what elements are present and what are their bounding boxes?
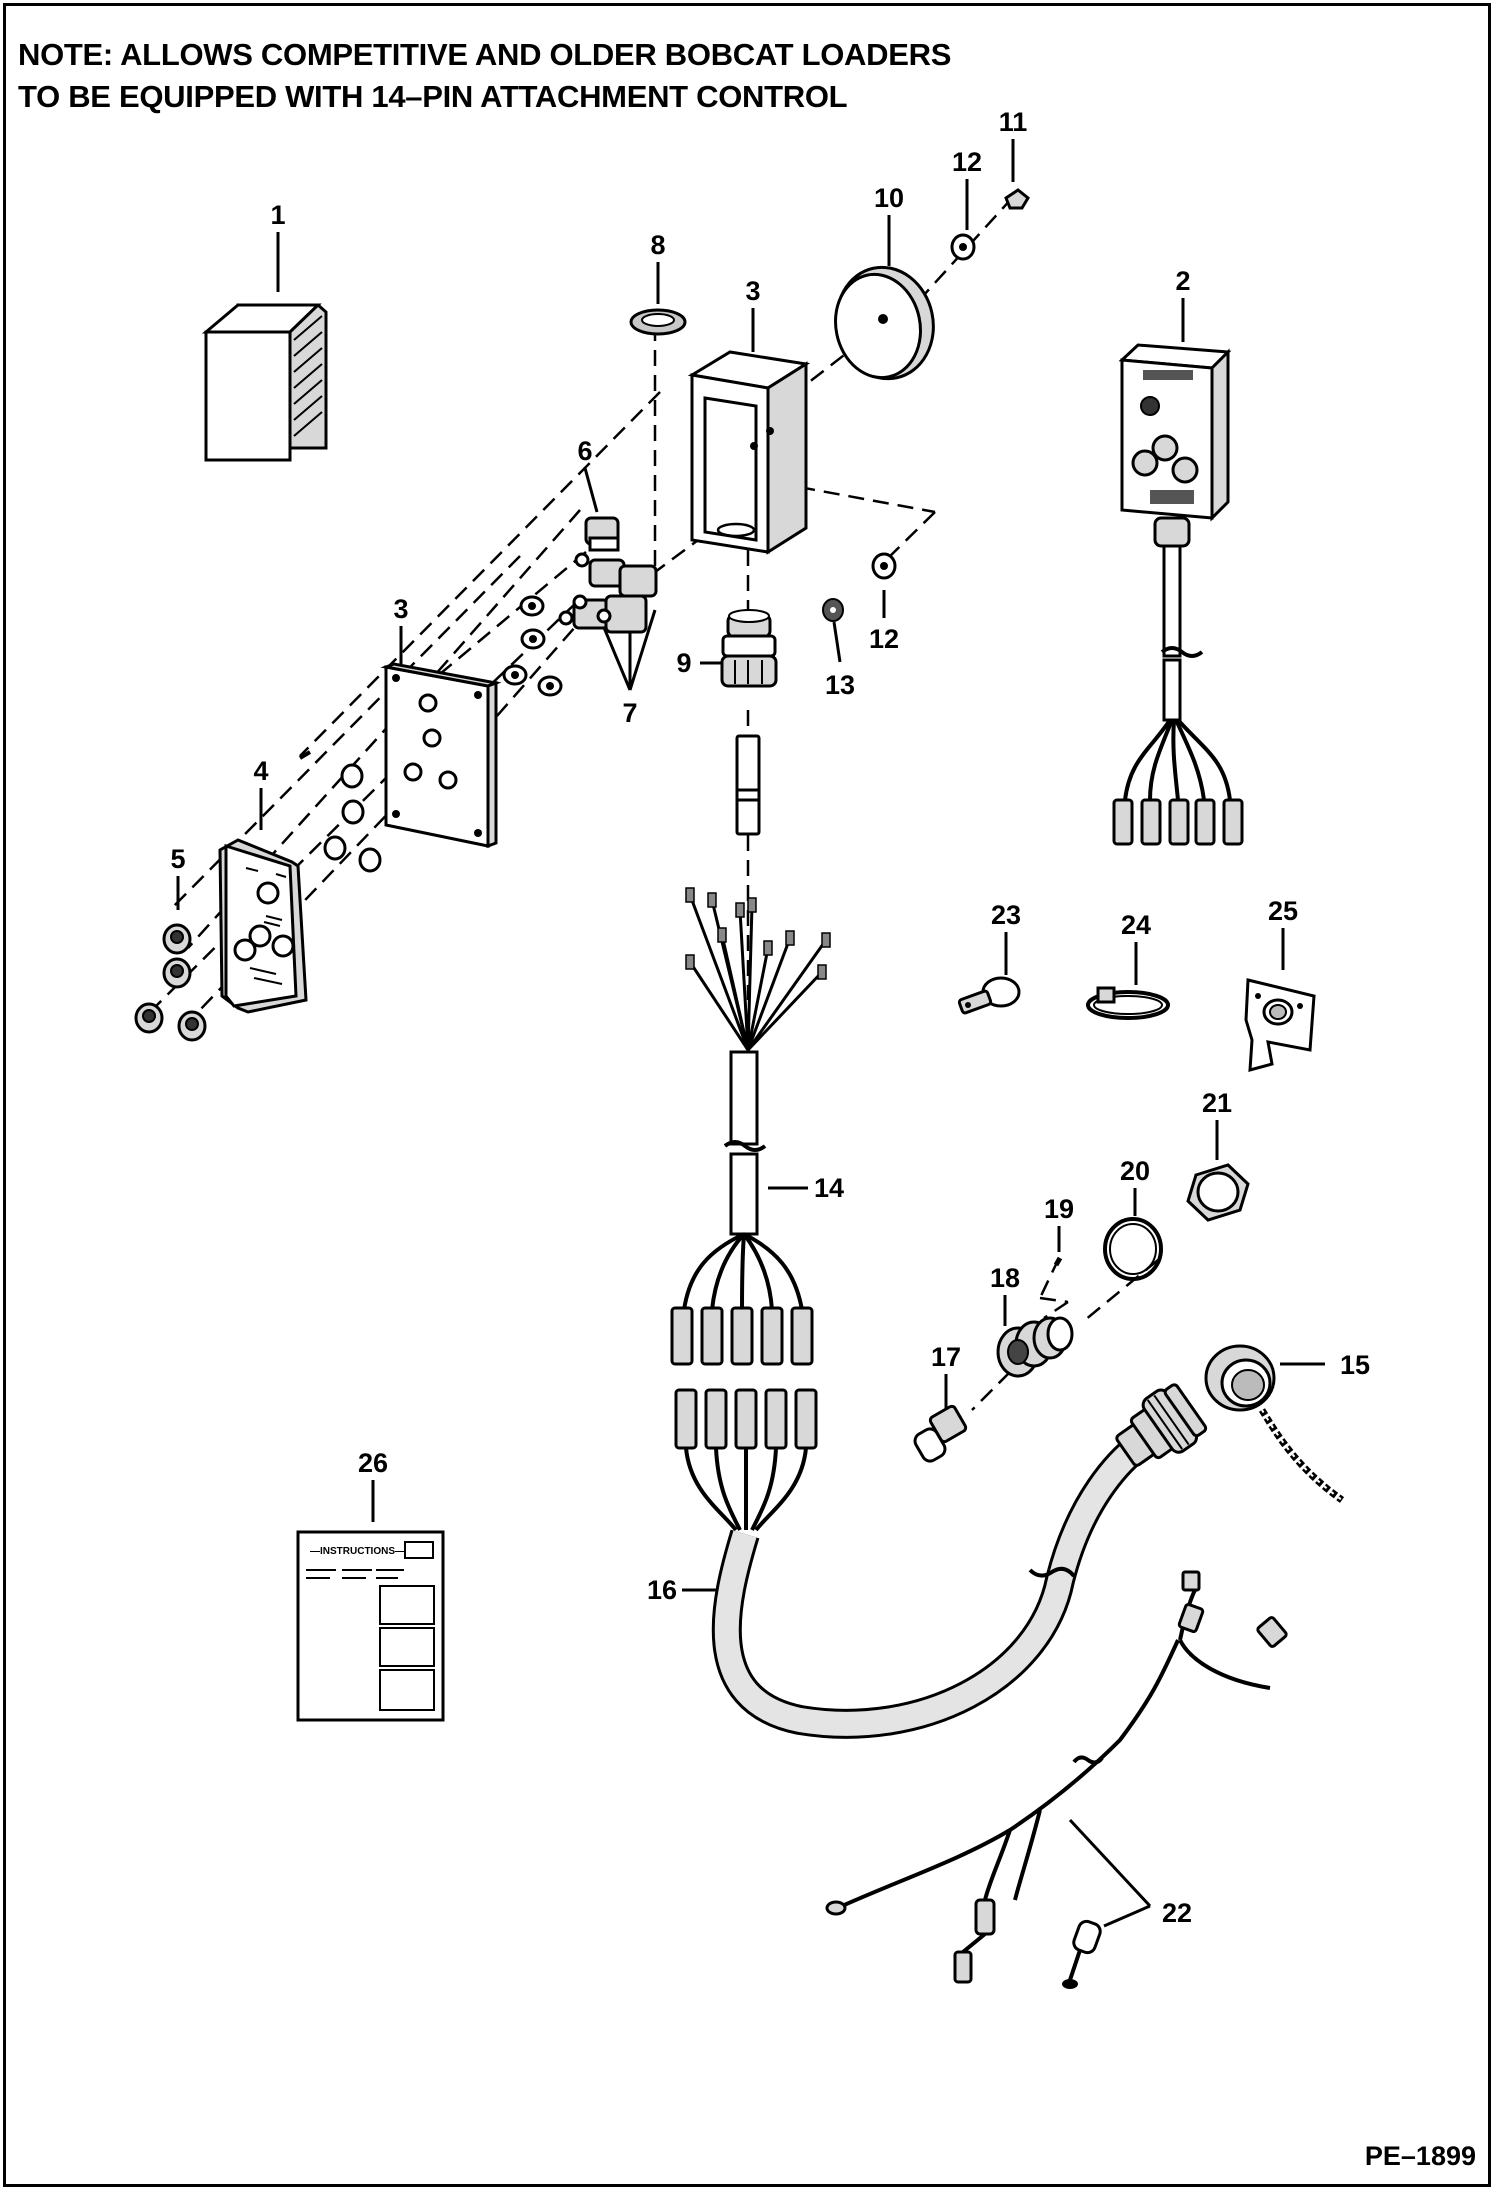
part-24-cable-tie [1086, 986, 1170, 1020]
part-4-label-plate [218, 838, 308, 1014]
part-23-clamp [957, 976, 1021, 1015]
callout-12-bottom: 12 [869, 624, 899, 654]
callout-9: 9 [676, 648, 691, 678]
part-22-wiring-harness [825, 1570, 1288, 1989]
part-13-nut [822, 598, 844, 622]
part-19-pin [1053, 1256, 1063, 1267]
plate-washers [323, 763, 382, 873]
part-18-connector [996, 1316, 1074, 1378]
callout-7: 7 [622, 698, 637, 728]
callout-22: 22 [1162, 1898, 1192, 1928]
part-17-receptacle [913, 1404, 968, 1463]
callout-19: 19 [1044, 1194, 1074, 1224]
callout-23: 23 [991, 900, 1021, 930]
callout-21: 21 [1202, 1088, 1232, 1118]
callout-17: 17 [931, 1342, 961, 1372]
callout-8: 8 [650, 230, 665, 260]
part-16-pigtail [674, 1383, 1208, 1739]
callout-11: 11 [999, 107, 1028, 137]
switch-nuts [502, 595, 563, 697]
callout-18: 18 [990, 1263, 1020, 1293]
callout-3-box: 3 [745, 276, 760, 306]
callout-12-top: 12 [952, 147, 982, 177]
callout-4: 4 [253, 756, 268, 786]
callout-10: 10 [874, 183, 904, 213]
part-8-ring [629, 308, 687, 336]
callout-1: 1 [270, 200, 285, 230]
part-25-bracket [1244, 978, 1316, 1073]
part-3-box [687, 350, 811, 555]
part-2-control-box [1112, 343, 1244, 846]
callout-15: 15 [1340, 1350, 1370, 1380]
part-12-washer-bottom [871, 552, 897, 580]
part-1-cover [201, 303, 328, 462]
part-5-knobs [134, 923, 207, 1042]
callout-5: 5 [170, 844, 185, 874]
part-3-gasket-plate [380, 662, 502, 849]
callout-6: 6 [577, 436, 592, 466]
callout-3-gasket: 3 [393, 594, 408, 624]
callout-20: 20 [1120, 1156, 1150, 1186]
note-line-1: NOTE: ALLOWS COMPETITIVE AND OLDER BOBCA… [18, 37, 952, 72]
figure-code: PE–1899 [1364, 2141, 1476, 2171]
part-20-o-ring [1103, 1217, 1163, 1281]
note-text: NOTE: ALLOWS COMPETITIVE AND OLDER BOBCA… [18, 34, 951, 118]
part-6-7-switches [558, 516, 658, 634]
part-21-hex-nut [1186, 1163, 1250, 1222]
callout-26: 26 [358, 1448, 388, 1478]
callout-13: 13 [825, 670, 855, 700]
callout-25: 25 [1268, 896, 1298, 926]
part-26-instruction-sheet: —INSTRUCTIONS— [296, 1530, 445, 1722]
leader-lines [176, 139, 1325, 1928]
part-9-cable-gland [720, 609, 778, 688]
callout-24: 24 [1121, 910, 1151, 940]
callout-2: 2 [1175, 266, 1190, 296]
part-11-screw [1004, 188, 1030, 210]
callout-16: 16 [647, 1575, 677, 1605]
instructions-sheet-title: —INSTRUCTIONS— [310, 1546, 405, 1557]
part-12-washer-top [950, 233, 976, 261]
callout-14: 14 [814, 1173, 844, 1203]
part-14-harness [670, 734, 831, 1366]
small-screw [298, 750, 312, 760]
part-10-disc [834, 265, 935, 381]
note-line-2: TO BE EQUIPPED WITH 14–PIN ATTACHMENT CO… [18, 79, 848, 114]
part-15-dust-cap [1204, 1344, 1345, 1503]
